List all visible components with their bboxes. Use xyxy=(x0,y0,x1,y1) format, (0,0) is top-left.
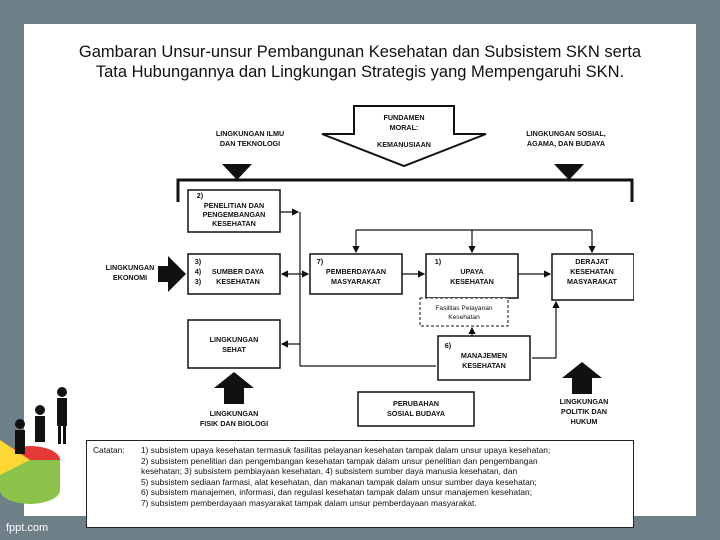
box-perubahan-line-1: PERUBAHAN xyxy=(393,399,439,408)
box-pemberdayaan-line-2: MASYARAKAT xyxy=(331,277,382,286)
box-manajemen-num: 6) xyxy=(445,341,452,350)
notes-label: Catatan: xyxy=(93,445,125,455)
note-line: 1) subsistem upaya kesehatan termasuk fa… xyxy=(141,445,551,455)
box-sdm-num-3: 3) xyxy=(195,277,202,286)
ling-sosial-line-1: LINGKUNGAN SOSIAL, xyxy=(526,129,605,138)
box-pemberdayaan-line-1: PEMBERDAYAAN xyxy=(326,267,386,276)
box-penelitian-num: 2) xyxy=(197,191,204,200)
ling-ekonomi-line-2: EKONOMI xyxy=(113,273,147,282)
note-line: 5) subsistem sediaan farmasi, alat keseh… xyxy=(141,476,537,487)
ling-iptek-line-2: DAN TEKNOLOGI xyxy=(220,139,280,148)
fundamen-line-1: FUNDAMEN xyxy=(383,113,424,122)
slide-title: Gambaran Unsur-unsur Pembangunan Kesehat… xyxy=(30,42,690,82)
box-sdm xyxy=(187,253,281,295)
fundamen-line-3: KEMANUSIAAN xyxy=(377,140,431,149)
footer-brand: fppt.com xyxy=(6,522,49,534)
notes-items: 1) subsistem upaya kesehatan termasuk fa… xyxy=(141,445,627,509)
note-line: 2) subsistem penelitian dan pengembangan… xyxy=(141,455,538,466)
ling-iptek-line-1: LINGKUNGAN ILMU xyxy=(216,129,284,138)
up-arrow-politik xyxy=(562,362,602,394)
title-line-2: Tata Hubungannya dan Lingkungan Strategi… xyxy=(95,63,625,81)
box-pemberdayaan-num: 7) xyxy=(317,257,324,266)
box-derajat-line-3: MASYARAKAT xyxy=(567,277,618,286)
box-upaya-line-1: UPAYA xyxy=(460,267,483,276)
box-manajemen-line-2: KESEHATAN xyxy=(462,361,506,370)
note-line: 6) subsistem manajemen, informasi, dan r… xyxy=(141,487,533,498)
box-lingsehat-line-2: SEHAT xyxy=(222,345,246,354)
fasilitas-line-2: Kesehatan xyxy=(448,314,480,321)
box-penelitian-line-1: PENELITIAN DAN xyxy=(204,201,264,210)
ling-ekonomi-line-1: LINGKUNGAN xyxy=(106,263,155,272)
box-upaya-num: 1) xyxy=(435,257,442,266)
box-derajat-line-1: DERAJAT xyxy=(575,257,609,266)
box-fasilitas xyxy=(419,297,509,327)
ling-politik-line-1: LINGKUNGAN xyxy=(560,397,609,406)
down-arrow-right xyxy=(554,164,584,180)
frame-top-bar xyxy=(176,178,634,202)
box-upaya xyxy=(425,253,519,299)
box-upaya-line-2: KESEHATAN xyxy=(450,277,494,286)
box-penelitian xyxy=(187,189,281,233)
notes-box: Catatan: 1) subsistem upaya kesehatan te… xyxy=(86,440,634,528)
ling-politik-line-2: POLITIK DAN xyxy=(561,407,607,416)
box-derajat xyxy=(551,253,634,301)
fasilitas-line-1: Fasilitas Pelayanan xyxy=(435,305,493,312)
box-perubahan xyxy=(357,391,475,427)
title-line-1: Gambaran Unsur-unsur Pembangunan Kesehat… xyxy=(78,43,642,61)
up-arrow-fisik xyxy=(214,372,254,404)
decorative-figures xyxy=(0,387,67,504)
box-lingkungan-sehat xyxy=(187,319,281,369)
box-penelitian-line-3: KESEHATAN xyxy=(212,219,256,228)
box-manajemen xyxy=(437,335,531,381)
ling-politik-line-3: HUKUM xyxy=(571,417,598,426)
box-perubahan-line-2: SOSIAL BUDAYA xyxy=(387,409,445,418)
fundamen-line-2: MORAL: xyxy=(390,123,419,132)
ling-fisik-line-2: FISIK DAN BIOLOGI xyxy=(200,419,268,428)
note-line: 7) subsistem pemberdayaan masyarakat tam… xyxy=(141,497,477,508)
box-sdm-num-1: 3) xyxy=(195,257,202,266)
ekonomi-arrow xyxy=(158,256,186,292)
skn-diagram: FUNDAMEN MORAL: KEMANUSIAAN LINGKUNGAN I… xyxy=(86,104,634,434)
box-manajemen-line-1: MANAJEMEN xyxy=(461,351,507,360)
note-line: kesehatan; 3) subsistem pembiayaan keseh… xyxy=(141,466,518,477)
box-sdm-line-2: KESEHATAN xyxy=(216,277,260,286)
box-derajat-line-2: KESEHATAN xyxy=(570,267,614,276)
ling-sosial-line-2: AGAMA, DAN BUDAYA xyxy=(527,139,605,148)
down-arrow-left xyxy=(222,164,252,180)
fundamen-arrow xyxy=(321,105,487,168)
box-lingsehat-line-1: LINGKUNGAN xyxy=(210,335,259,344)
box-sdm-line-1: SUMBER DAYA xyxy=(212,267,264,276)
ling-fisik-line-1: LINGKUNGAN xyxy=(210,409,259,418)
box-sdm-num-2: 4) xyxy=(195,267,202,276)
box-penelitian-line-2: PENGEMBANGAN xyxy=(203,210,266,219)
